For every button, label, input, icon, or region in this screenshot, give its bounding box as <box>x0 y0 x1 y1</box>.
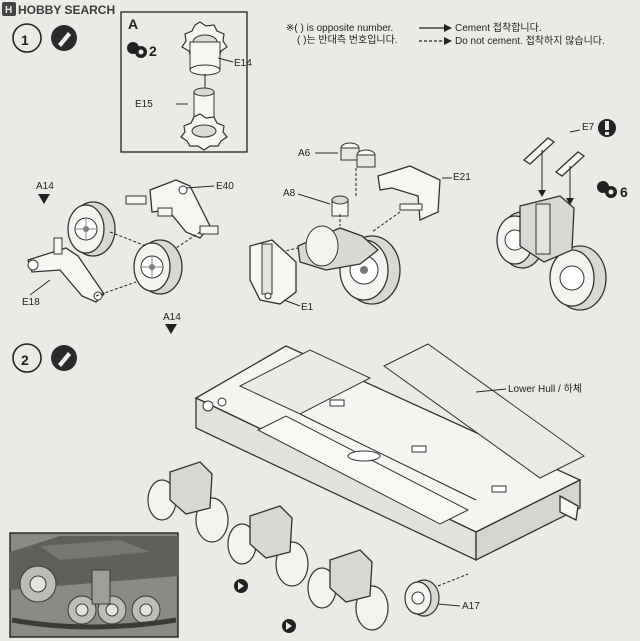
label-e14: E14 <box>234 58 252 69</box>
direction-marker-icon <box>282 619 296 633</box>
hull-bogie-2 <box>227 505 309 587</box>
legend-no-cement: Do not cement. 접착하지 않습니다. <box>455 34 605 47</box>
flip-marker-icon <box>165 324 177 334</box>
label-e40: E40 <box>216 181 234 192</box>
legend-opposite-note-ko: ( )는 반대측 번호입니다. <box>297 33 398 46</box>
left-wheel-subassembly: A14 E40 E18 <box>22 179 234 334</box>
part-a8 <box>331 195 349 217</box>
hull-bogie-3 <box>307 549 389 631</box>
part-a17 <box>404 579 440 617</box>
bogie-assembly <box>297 225 401 305</box>
part-a6 <box>340 142 376 168</box>
subassembly-a-repeat: 2 <box>149 43 157 59</box>
subgroup-repeat: 6 <box>620 184 628 200</box>
label-a6: A6 <box>298 148 311 159</box>
repeat-icon <box>597 181 617 198</box>
legend-opposite-note: ※( ) is opposite number. <box>286 23 393 34</box>
step-2-number: 2 <box>21 352 29 368</box>
part-e7 <box>522 137 586 177</box>
road-wheel-2 <box>133 239 183 295</box>
part-e40 <box>125 179 219 239</box>
subassembly-a-letter: A <box>128 16 138 32</box>
part-e18 <box>27 237 105 303</box>
step-2-marker: 2 <box>12 343 77 373</box>
label-e21: E21 <box>453 172 471 183</box>
label-a17: A17 <box>462 601 480 612</box>
svg-text:H: H <box>5 5 12 16</box>
subassembly-a-box: A 2 E14 E15 <box>120 11 252 153</box>
part-e14 <box>181 21 228 76</box>
lower-hull <box>194 343 585 562</box>
repeat-icon <box>127 42 147 58</box>
label-e18: E18 <box>22 297 40 308</box>
label-lower-hull: Lower Hull / 하체 <box>508 382 582 395</box>
label-a14-bottom: A14 <box>163 312 181 323</box>
bogie-assembly-complete <box>496 195 607 311</box>
part-e15 <box>180 87 228 151</box>
direction-marker-icon <box>234 579 248 593</box>
road-wheel-1 <box>67 201 116 257</box>
legend: ※( ) is opposite number. ( )는 반대측 번호입니다.… <box>286 22 605 47</box>
reference-photo <box>9 532 179 638</box>
legend-cement: Cement 접착합니다. <box>455 22 542 34</box>
part-e21 <box>377 165 441 221</box>
right-subassembly: E7 6 <box>496 119 628 311</box>
label-e7: E7 <box>582 122 595 133</box>
label-a14-top: A14 <box>36 181 54 192</box>
hobby-search-logo: H HOBBY SEARCH <box>2 2 115 17</box>
logo-text: HOBBY SEARCH <box>18 3 115 17</box>
hull-bogie-1 <box>147 461 229 543</box>
label-e15: E15 <box>135 99 153 110</box>
step-1-number: 1 <box>21 32 29 48</box>
label-a8: A8 <box>283 188 296 199</box>
middle-subassembly: A6 A8 E21 <box>249 142 471 313</box>
label-e1: E1 <box>301 302 314 313</box>
flip-marker-icon <box>38 194 50 204</box>
step-1-marker: 1 <box>12 23 77 53</box>
part-e1 <box>249 239 297 305</box>
